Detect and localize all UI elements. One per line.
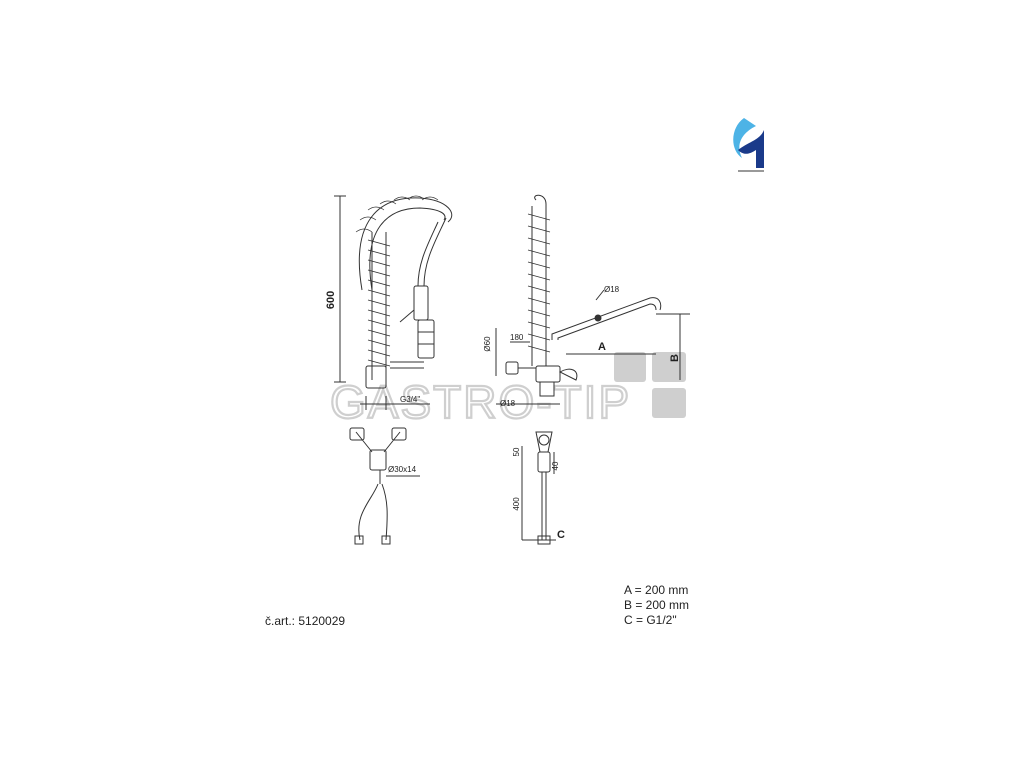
spec-b: B = 200 mm bbox=[624, 598, 690, 612]
spec-c: C = G1/2" bbox=[624, 613, 677, 627]
left-side-view bbox=[334, 195, 453, 410]
dim-label-c: C bbox=[557, 529, 565, 541]
watermark-group: GASTRO-TIP bbox=[329, 352, 686, 429]
dim-label-a: A bbox=[598, 341, 606, 353]
specs-block: A = 200 mm B = 200 mm C = G1/2" bbox=[624, 583, 689, 628]
dim-d18-top: Ø18 bbox=[604, 285, 620, 294]
left-connector-view bbox=[349, 427, 420, 545]
dim-400: 400 bbox=[512, 497, 521, 511]
dim-g34: G3/4" bbox=[400, 395, 420, 404]
right-connector-view bbox=[521, 431, 556, 545]
dim-180: 180 bbox=[510, 333, 524, 342]
watermark-text: GASTRO-TIP bbox=[330, 376, 631, 428]
dim-label-b: B bbox=[669, 354, 681, 362]
dim-d60: Ø60 bbox=[483, 336, 492, 352]
dim-600: 600 bbox=[325, 291, 337, 309]
dim-d18-bottom: Ø18 bbox=[500, 399, 516, 408]
r-wave-logo-icon bbox=[733, 118, 764, 172]
right-side-view bbox=[495, 194, 690, 405]
dim-40: 40 bbox=[551, 461, 560, 470]
spec-a: A = 200 mm bbox=[624, 583, 689, 597]
dim-50: 50 bbox=[512, 447, 521, 456]
dim-d30x14: Ø30x14 bbox=[388, 465, 417, 474]
article-number: č.art.: 5120029 bbox=[265, 614, 346, 628]
